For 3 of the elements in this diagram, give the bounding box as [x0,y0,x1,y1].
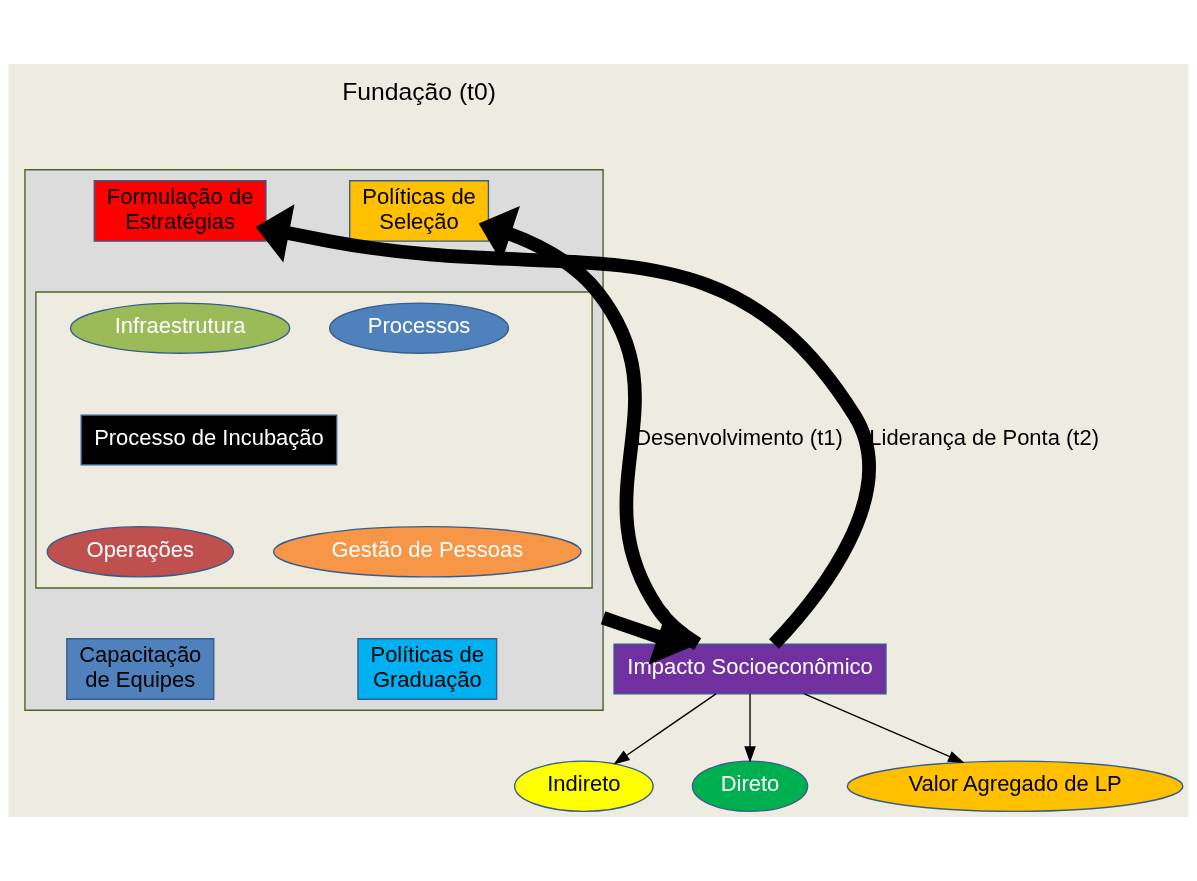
edge-label: Desenvolvimento (t1) [635,425,843,451]
label: Fundação (t0) [342,78,496,106]
edge-label: Liderança de Ponta (t2) [869,425,1099,451]
